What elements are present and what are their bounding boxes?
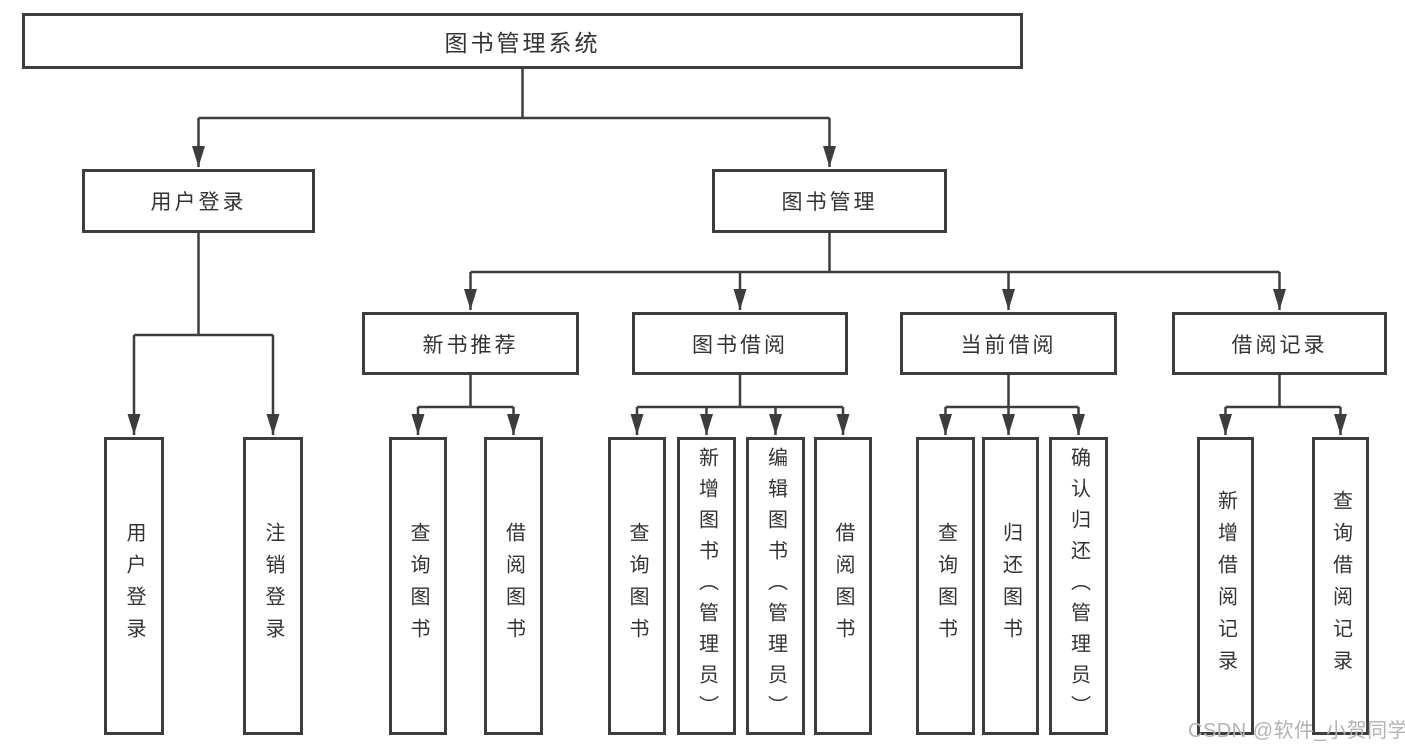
node-root-label: 图书管理系统 (444, 30, 601, 56)
leaf-return-books-label: 归还图书 (999, 522, 1022, 650)
leaf-borrow-books-1-label: 借阅图书 (502, 522, 525, 650)
node-book-management: 图书管理 (712, 169, 947, 233)
leaf-borrow-books-2-label: 借阅图书 (832, 522, 854, 650)
node-book-management-label: 图书管理 (781, 191, 878, 214)
leaf-user-login: 用户登录 (104, 437, 164, 735)
leaf-query-borrow-record: 查询借阅记录 (1312, 437, 1369, 735)
leaf-query-books-1-label: 查询图书 (407, 522, 429, 650)
leaf-logout-label: 注销登录 (262, 522, 284, 650)
leaf-query-books-2: 查询图书 (608, 437, 666, 735)
leaf-query-books-1: 查询图书 (389, 437, 447, 735)
node-root-system: 图书管理系统 (22, 13, 1023, 69)
leaf-logout: 注销登录 (243, 437, 303, 735)
node-book-borrowing: 图书借阅 (632, 312, 848, 375)
leaf-add-borrow-record-label: 新增借阅记录 (1214, 490, 1237, 682)
node-current-borrowing: 当前借阅 (900, 312, 1117, 375)
leaf-confirm-return-admin: 确认归还（管理员） (1049, 437, 1108, 735)
node-new-book-recommend-label: 新书推荐 (422, 333, 519, 357)
leaf-borrow-books-1: 借阅图书 (484, 437, 543, 735)
leaf-add-books-admin-label: 新增图书（管理员） (695, 446, 718, 726)
leaf-user-login-label: 用户登录 (123, 522, 145, 650)
leaf-confirm-return-admin-label: 确认归还（管理员） (1067, 446, 1090, 726)
leaf-borrow-books-2: 借阅图书 (814, 437, 872, 735)
node-current-borrowing-label: 当前借阅 (960, 333, 1057, 357)
node-borrowing-records: 借阅记录 (1172, 312, 1387, 375)
leaf-edit-books-admin-label: 编辑图书（管理员） (764, 446, 787, 726)
leaf-query-borrow-record-label: 查询借阅记录 (1329, 490, 1352, 682)
node-user-login-label: 用户登录 (150, 191, 247, 214)
leaf-return-books: 归还图书 (982, 437, 1039, 735)
leaf-edit-books-admin: 编辑图书（管理员） (746, 437, 805, 735)
leaf-add-borrow-record: 新增借阅记录 (1197, 437, 1254, 735)
csdn-watermark: CSDN @软件_小贺同学 (1188, 720, 1405, 742)
node-user-login: 用户登录 (82, 169, 315, 233)
node-borrowing-records-label: 借阅记录 (1231, 333, 1328, 357)
leaf-query-books-2-label: 查询图书 (626, 522, 648, 650)
leaf-add-books-admin: 新增图书（管理员） (677, 437, 736, 735)
node-new-book-recommend: 新书推荐 (362, 312, 579, 375)
leaf-query-books-3: 查询图书 (916, 437, 975, 735)
node-book-borrowing-label: 图书借阅 (692, 333, 788, 357)
leaf-query-books-3-label: 查询图书 (934, 522, 957, 650)
